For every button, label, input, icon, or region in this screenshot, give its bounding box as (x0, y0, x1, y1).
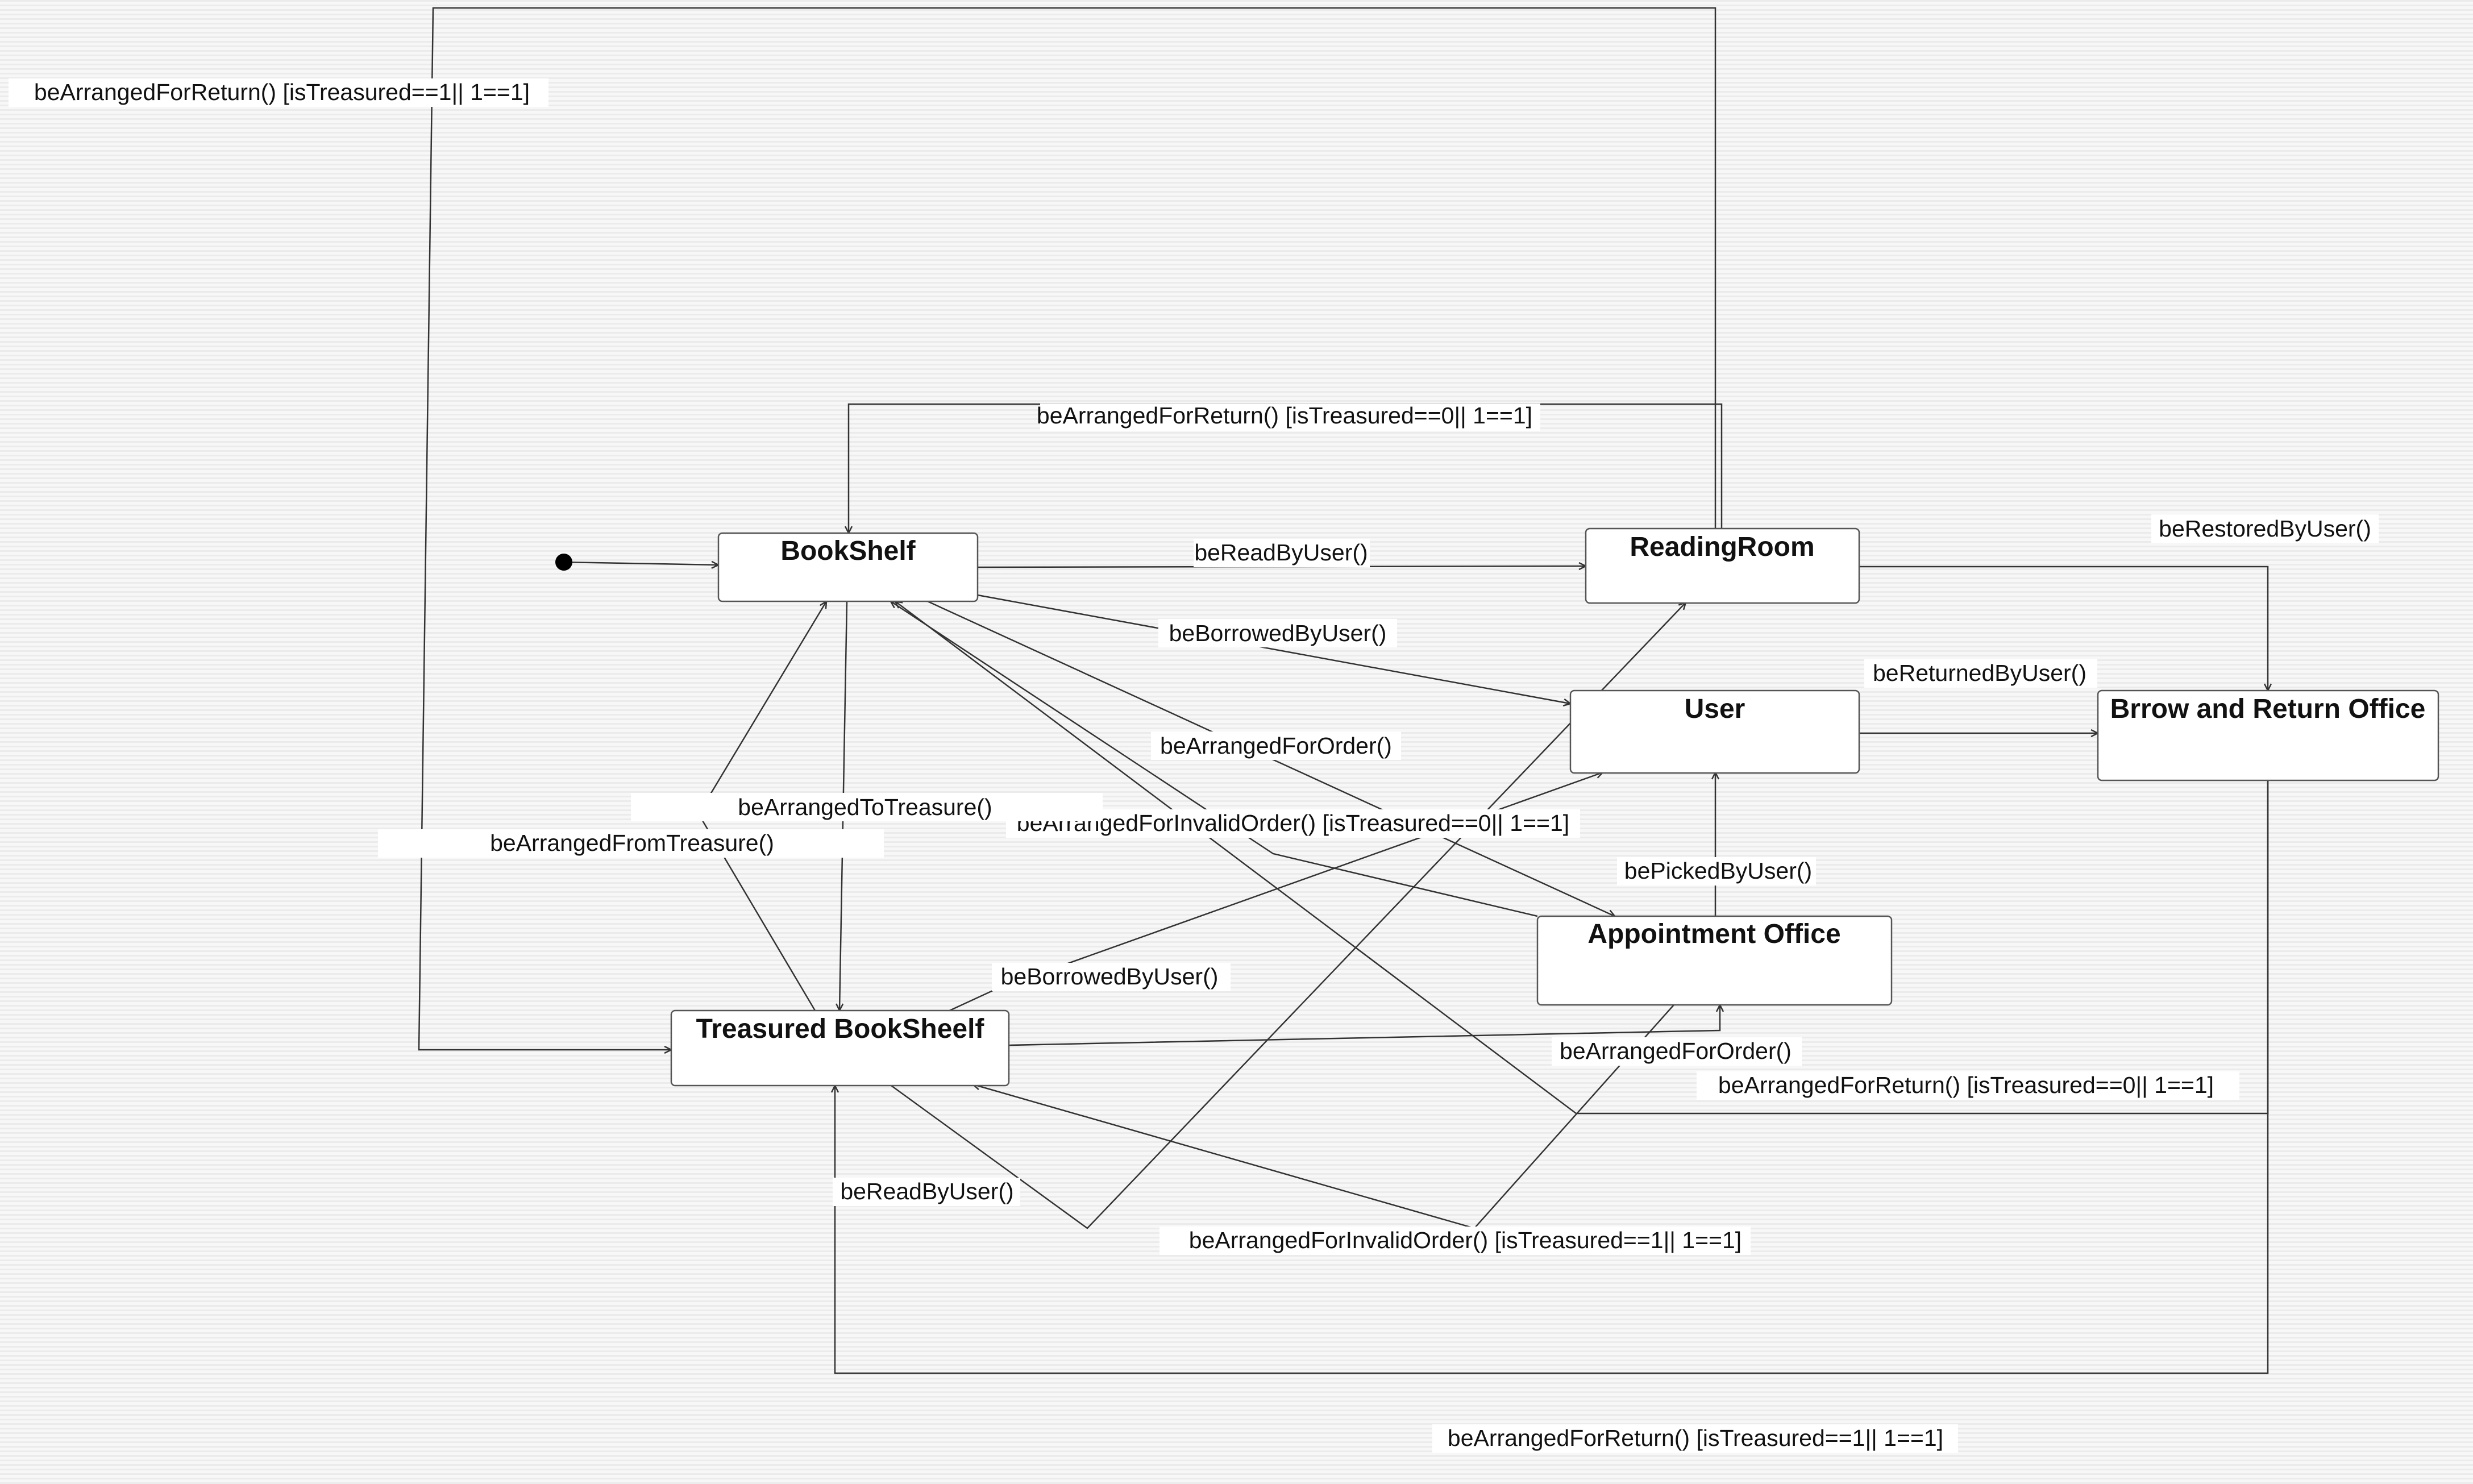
state-reading-room-name: ReadingRoom (1630, 532, 1814, 562)
label-treasured-to-appointment: beArrangedForOrder() (1552, 1037, 1802, 1066)
svg-text:beArrangedForReturn() [isTreas: beArrangedForReturn() [isTreasured==0|| … (1718, 1072, 2214, 1098)
state-appointment-office[interactable]: Appointment Office (1536, 915, 1893, 1006)
svg-text:beArrangedForInvalidOrder() [i: beArrangedForInvalidOrder() [isTreasured… (1189, 1227, 1742, 1253)
label-bookshelf-to-treasured: beArrangedToTreasure() (631, 793, 1103, 821)
svg-text:beArrangedForReturn() [isTreas: beArrangedForReturn() [isTreasured==0|| … (1037, 402, 1532, 429)
label-borrowreturn-to-treasured: beArrangedForReturn() [isTreasured==1|| … (1432, 1424, 1958, 1453)
svg-text:beRestoredByUser(): beRestoredByUser() (2159, 516, 2371, 542)
label-treasured-to-readingroom: beReadByUser() (833, 1178, 1020, 1206)
svg-text:beReadByUser(): beReadByUser() (840, 1178, 1013, 1204)
label-user-to-borrowreturn: beReturnedByUser() (1864, 659, 2097, 688)
state-appointment-office-name: Appointment Office (1587, 919, 1840, 949)
state-user-name: User (1685, 694, 1745, 724)
label-treasured-to-user: beBorrowedByUser() (992, 963, 1231, 991)
label-readingroom-to-borrowreturn: beRestoredByUser() (2151, 514, 2379, 543)
label-appointment-to-user: bePickedByUser() (1617, 857, 1816, 886)
svg-text:beArrangedForReturn() [isTreas: beArrangedForReturn() [isTreasured==1|| … (34, 79, 530, 105)
label-borrowreturn-to-bookshelf: beArrangedForReturn() [isTreasured==0|| … (1697, 1071, 2239, 1100)
state-treasured-bookshelf-name: Treasured BookSheelf (696, 1014, 985, 1044)
state-treasured-bookshelf[interactable]: Treasured BookSheelf (670, 1009, 1010, 1087)
state-reading-room[interactable]: ReadingRoom (1585, 527, 1860, 604)
label-bookshelf-to-readingroom: beReadByUser() (1194, 539, 1370, 567)
state-bookshelf-name: BookShelf (780, 536, 916, 566)
state-bookshelf[interactable]: BookShelf (717, 532, 979, 602)
label-bookshelf-to-user: beBorrowedByUser() (1158, 619, 1397, 647)
svg-text:beBorrowedByUser(): beBorrowedByUser() (1169, 620, 1387, 646)
svg-text:bePickedByUser(): bePickedByUser() (1624, 858, 1812, 884)
transition-treasured-to-appointment (1008, 1005, 1720, 1046)
svg-text:beBorrowedByUser(): beBorrowedByUser() (1001, 963, 1219, 990)
transition-appointment-to-bookshelf (891, 601, 1538, 917)
svg-text:beArrangedForOrder(): beArrangedForOrder() (1560, 1038, 1792, 1064)
svg-text:beReturnedByUser(): beReturnedByUser() (1873, 660, 2087, 686)
label-readingroom-to-bookshelf: beArrangedForReturn() [isTreasured==0|| … (1037, 402, 1540, 431)
svg-text:beArrangedForOrder(): beArrangedForOrder() (1160, 733, 1392, 759)
state-borrow-return-office-name: Brrow and Return Office (2110, 694, 2426, 724)
svg-text:beReadByUser(): beReadByUser() (1194, 539, 1368, 566)
transition-bookshelf-to-user (977, 594, 1570, 704)
transition-initial-to-bookshelf (563, 562, 718, 565)
transition-treasured-to-readingroom (891, 602, 1686, 1229)
transition-readingroom-to-treasured (418, 7, 1716, 1050)
transition-borrowreturn-to-treasured (835, 780, 2269, 1374)
label-appointment-to-treasured: beArrangedForInvalidOrder() [isTreasured… (1159, 1227, 1751, 1255)
state-borrow-return-office[interactable]: Brrow and Return Office (2097, 689, 2439, 782)
label-readingroom-to-treasured: beArrangedForReturn() [isTreasured==1|| … (9, 78, 548, 107)
initial-state-marker (555, 554, 572, 571)
svg-text:beArrangedFromTreasure(): beArrangedFromTreasure() (490, 830, 774, 856)
transition-readingroom-to-borrowreturn (1859, 566, 2268, 691)
svg-text:beArrangedToTreasure(): beArrangedToTreasure() (738, 794, 992, 820)
svg-text:beArrangedForInvalidOrder() [i: beArrangedForInvalidOrder() [isTreasured… (1017, 810, 1569, 836)
svg-text:beArrangedForReturn() [isTreas: beArrangedForReturn() [isTreasured==1|| … (1448, 1425, 1943, 1451)
state-user[interactable]: User (1569, 689, 1860, 774)
label-treasured-to-bookshelf: beArrangedFromTreasure() (378, 829, 884, 858)
label-bookshelf-to-appointment: beArrangedForOrder() (1151, 731, 1401, 760)
